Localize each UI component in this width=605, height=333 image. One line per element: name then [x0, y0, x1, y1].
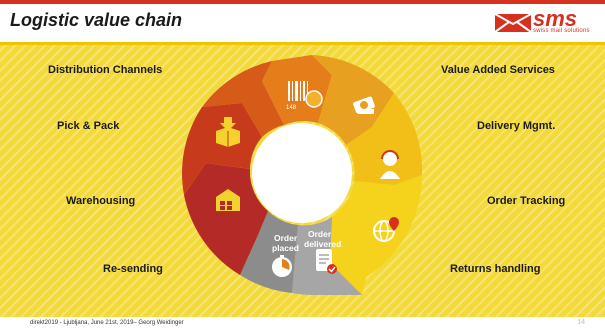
label-warehousing: Warehousing	[66, 195, 136, 207]
barcode-icon: 148	[286, 81, 323, 111]
segment-tracking	[330, 175, 423, 295]
label-delivery-mgmt: Delivery Mgmt.	[477, 120, 556, 132]
label-order-tracking: Order Tracking	[487, 195, 566, 207]
svg-text:148: 148	[286, 105, 297, 111]
page-number: 14	[577, 319, 585, 326]
checklist-icon	[316, 249, 337, 274]
wheel-center	[252, 123, 352, 223]
title-accent-strip	[0, 0, 605, 4]
segment-distribution	[202, 61, 284, 137]
order-delivered-line2: delivered	[304, 239, 341, 249]
headset-person-icon	[380, 150, 400, 179]
footer-text: direkt2019 - Ljubljana, June 21st, 2019–…	[30, 320, 184, 326]
order-delivered-line1: Order	[308, 229, 332, 239]
envelope-logo-icon	[495, 13, 531, 33]
label-distribution-channels: Distribution Channels	[48, 64, 163, 76]
order-placed-line1: Order	[274, 233, 298, 243]
footer: direkt2019 - Ljubljana, June 21st, 2019–…	[0, 317, 605, 333]
money-icon	[353, 96, 375, 114]
segment-warehousing	[184, 163, 268, 275]
stopwatch-icon	[272, 255, 292, 277]
value-chain-wheel: 148	[182, 55, 423, 295]
label-pick-pack: Pick & Pack	[57, 120, 120, 132]
title-bar: Logistic value chain sms swiss mail solu…	[0, 0, 605, 45]
logo-brand: sms	[533, 6, 578, 31]
segment-delivery	[346, 93, 423, 185]
box-arrow-icon	[216, 117, 240, 147]
segment-value-added	[312, 55, 394, 145]
globe-pin-icon	[373, 217, 399, 242]
sms-logo: sms swiss mail solutions	[495, 6, 595, 38]
warehouse-icon	[216, 189, 240, 211]
label-value-added-services: Value Added Services	[441, 64, 555, 76]
slide-title: Logistic value chain	[10, 10, 183, 30]
segment-pick-pack	[182, 103, 262, 195]
label-re-sending: Re-sending	[103, 263, 163, 275]
label-returns-handling: Returns handling	[450, 263, 541, 275]
order-placed-line2: placed	[272, 243, 299, 253]
logo-tagline: swiss mail solutions	[533, 28, 590, 34]
